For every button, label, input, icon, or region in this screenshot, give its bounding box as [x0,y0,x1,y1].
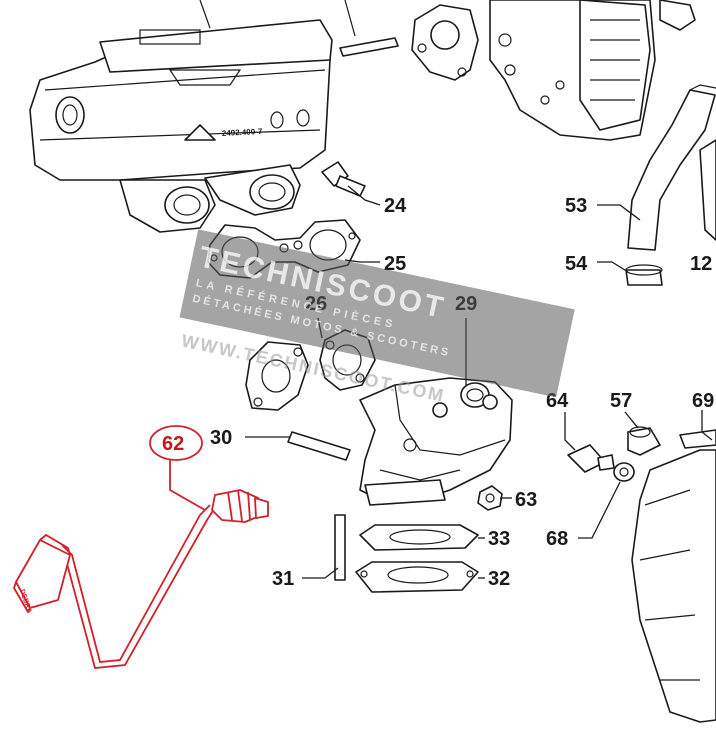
intake-manifold: 2492.400-7 [29,0,333,233]
label-62: 62 [162,433,184,455]
part-69-cover [631,429,716,723]
label-24: 24 [384,195,407,217]
label-32: 32 [488,568,510,590]
label-30: 30 [210,427,232,449]
part-32-spacer [355,561,479,593]
part-57-bushing [627,426,661,456]
stud-top [339,0,399,57]
label-63: 63 [515,489,537,511]
label-12: 12 [690,253,712,275]
label-68: 68 [546,528,568,550]
label-69: 69 [692,390,714,412]
callout-62-ring [149,425,203,461]
part-63-nut [477,485,503,511]
watermark-banner [179,229,575,398]
leader-lines [245,185,713,579]
right-edge-part [699,139,716,241]
throttle-body [489,0,696,141]
part-31-stud [334,514,346,581]
part-29-housing [359,377,513,506]
part-53-hose [627,84,716,251]
part-30-stud [287,431,351,461]
part-54-clamp [625,264,663,286]
label-25: 25 [384,253,406,275]
top-gasket [411,4,479,81]
label-54: 54 [565,253,588,275]
part-64-stud [567,444,615,473]
label-53: 53 [565,195,587,217]
label-57: 57 [610,390,632,412]
part-33-gasket [359,524,479,551]
label-33: 33 [488,528,510,550]
part-68-washer [613,462,635,482]
label-31: 31 [272,568,294,590]
part-62-sensor-highlighted: DEBRA [13,425,269,669]
part-24-bolt [321,161,366,197]
casting-number: 2492.400-7 [222,127,263,138]
